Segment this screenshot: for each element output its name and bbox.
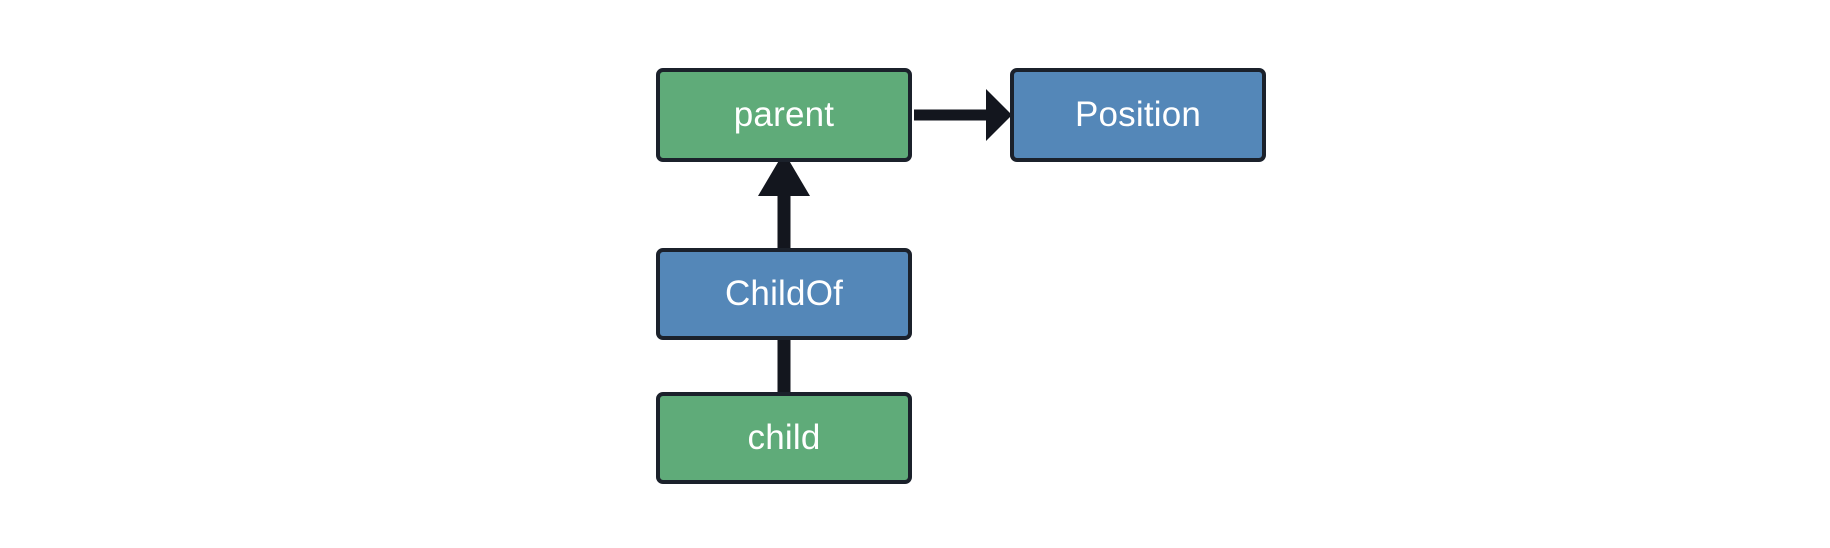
node-position-label: Position	[1074, 94, 1202, 134]
edge-childof-to-parent	[758, 152, 810, 248]
node-childof[interactable]: ChildOf	[656, 248, 912, 340]
arrowhead-icon	[986, 89, 1012, 141]
edge-parent-to-position	[914, 89, 1012, 141]
node-child[interactable]: child	[656, 392, 912, 484]
node-child-label: child	[747, 417, 821, 457]
node-parent[interactable]: parent	[656, 68, 912, 162]
node-position[interactable]: Position	[1010, 68, 1266, 162]
node-parent-label: parent	[733, 94, 835, 134]
node-childof-label: ChildOf	[724, 273, 844, 313]
